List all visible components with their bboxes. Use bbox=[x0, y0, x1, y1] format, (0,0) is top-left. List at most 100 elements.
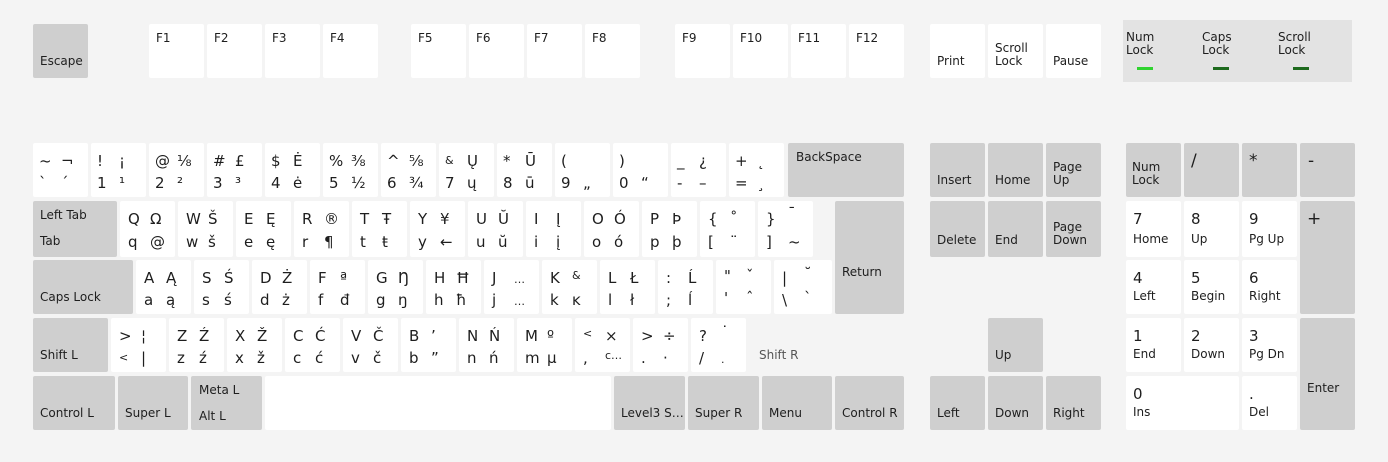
key-f3[interactable]: F3 bbox=[265, 24, 320, 78]
key-f2[interactable]: F2 bbox=[207, 24, 262, 78]
key-super-left[interactable]: Super L bbox=[118, 376, 188, 430]
key-kp-3[interactable]: 3 Pg Dn bbox=[1242, 318, 1297, 372]
key-s[interactable]: S Ś s ś bbox=[194, 260, 249, 314]
key-kp-enter[interactable]: Enter bbox=[1300, 318, 1355, 430]
key-b[interactable]: B ʼ b ” bbox=[401, 318, 456, 372]
key-r[interactable]: R ® r ¶ bbox=[294, 201, 349, 257]
key-m[interactable]: M º m µ bbox=[517, 318, 572, 372]
key-f8[interactable]: F8 bbox=[585, 24, 640, 78]
key-control-left[interactable]: Control L bbox=[33, 376, 115, 430]
key-apostrophe[interactable]: " ˇ ' ˆ bbox=[716, 260, 771, 314]
key-page-up[interactable]: Page Up bbox=[1046, 143, 1101, 197]
key-q[interactable]: Q Ω q @ bbox=[120, 201, 175, 257]
key-h[interactable]: H Ħ h ħ bbox=[426, 260, 481, 314]
key-f10[interactable]: F10 bbox=[733, 24, 788, 78]
key-z[interactable]: Z Ź z ź bbox=[169, 318, 224, 372]
key-3[interactable]: # £ 3 ³ bbox=[207, 143, 262, 197]
key-4[interactable]: $ Ė 4 ė bbox=[265, 143, 320, 197]
key-y[interactable]: Y ¥ y ← bbox=[410, 201, 465, 257]
key-e[interactable]: E Ę e ę bbox=[236, 201, 291, 257]
key-kp-2[interactable]: 2 Down bbox=[1184, 318, 1239, 372]
key-kp-0[interactable]: 0 Ins bbox=[1126, 376, 1239, 430]
key-shift-left[interactable]: Shift L bbox=[33, 318, 108, 372]
key-v[interactable]: V Č v č bbox=[343, 318, 398, 372]
key-5[interactable]: % ⅜ 5 ½ bbox=[323, 143, 378, 197]
key-num-lock[interactable]: Num Lock bbox=[1126, 143, 1181, 197]
key-kp-8[interactable]: 8 Up bbox=[1184, 201, 1239, 257]
key-semicolon[interactable]: : Ĺ ; ĺ bbox=[658, 260, 713, 314]
key-slash[interactable]: ? ˙ / . bbox=[691, 318, 746, 372]
key-x[interactable]: X Ž x ž bbox=[227, 318, 282, 372]
key-8[interactable]: * Ū 8 ū bbox=[497, 143, 552, 197]
key-pause[interactable]: Pause bbox=[1046, 24, 1101, 78]
key-scroll-lock[interactable]: Scroll Lock bbox=[988, 24, 1043, 78]
key-home[interactable]: Home bbox=[988, 143, 1043, 197]
key-period[interactable]: > ÷ . · bbox=[633, 318, 688, 372]
key-grave[interactable]: ~ ¬ ` ˊ bbox=[33, 143, 88, 197]
key-f6[interactable]: F6 bbox=[469, 24, 524, 78]
key-kp-4[interactable]: 4 Left bbox=[1126, 260, 1181, 314]
key-o[interactable]: O Ó o ó bbox=[584, 201, 639, 257]
key-left-bracket[interactable]: { ˚ [ ¨ bbox=[700, 201, 755, 257]
key-t[interactable]: T Ŧ t ŧ bbox=[352, 201, 407, 257]
key-control-right[interactable]: Control R bbox=[835, 376, 904, 430]
key-backspace[interactable]: BackSpace bbox=[788, 143, 904, 197]
key-j[interactable]: J … j … bbox=[484, 260, 539, 314]
key-7[interactable]: & Ų 7 ų bbox=[439, 143, 494, 197]
key-return[interactable]: Return bbox=[835, 201, 904, 314]
key-2[interactable]: @ ⅛ 2 ² bbox=[149, 143, 204, 197]
key-f9[interactable]: F9 bbox=[675, 24, 730, 78]
key-right-bracket[interactable]: } ¯ ] ~ bbox=[758, 201, 813, 257]
key-kp-6[interactable]: 6 Right bbox=[1242, 260, 1297, 314]
key-left[interactable]: Left bbox=[930, 376, 985, 430]
key-i[interactable]: I Į i į bbox=[526, 201, 581, 257]
key-6[interactable]: ^ ⅝ 6 ¾ bbox=[381, 143, 436, 197]
key-shift-right[interactable]: Shift R bbox=[749, 318, 904, 372]
key-u[interactable]: U Ŭ u ŭ bbox=[468, 201, 523, 257]
key-kp-plus[interactable]: + bbox=[1300, 201, 1355, 314]
key-f5[interactable]: F5 bbox=[411, 24, 466, 78]
key-equal[interactable]: + ˛ = ¸ bbox=[729, 143, 784, 197]
key-level3-shift[interactable]: Level3 S… bbox=[614, 376, 685, 430]
key-down[interactable]: Down bbox=[988, 376, 1043, 430]
key-9[interactable]: ( 9 „ bbox=[555, 143, 610, 197]
key-kp-1[interactable]: 1 End bbox=[1126, 318, 1181, 372]
key-tab[interactable]: Left Tab Tab bbox=[33, 201, 117, 257]
key-f4[interactable]: F4 bbox=[323, 24, 378, 78]
key-kp-minus[interactable]: - bbox=[1300, 143, 1355, 197]
key-f[interactable]: F ª f đ bbox=[310, 260, 365, 314]
key-super-right[interactable]: Super R bbox=[688, 376, 759, 430]
key-p[interactable]: P Þ p þ bbox=[642, 201, 697, 257]
key-k[interactable]: K & k ĸ bbox=[542, 260, 597, 314]
key-caps-lock[interactable]: Caps Lock bbox=[33, 260, 133, 314]
key-page-down[interactable]: Page Down bbox=[1046, 201, 1101, 257]
key-0[interactable]: ) 0 “ bbox=[613, 143, 668, 197]
key-right[interactable]: Right bbox=[1046, 376, 1101, 430]
key-f1[interactable]: F1 bbox=[149, 24, 204, 78]
key-f12[interactable]: F12 bbox=[849, 24, 904, 78]
key-kp-multiply[interactable]: * bbox=[1242, 143, 1297, 197]
key-d[interactable]: D Ż d ż bbox=[252, 260, 307, 314]
key-l[interactable]: L Ł l ł bbox=[600, 260, 655, 314]
key-f7[interactable]: F7 bbox=[527, 24, 582, 78]
key-kp-decimal[interactable]: . Del bbox=[1242, 376, 1297, 430]
key-c[interactable]: C Ć c ć bbox=[285, 318, 340, 372]
key-comma[interactable]: < × , c… bbox=[575, 318, 630, 372]
key-alt-left[interactable]: Meta L Alt L bbox=[191, 376, 262, 430]
key-end[interactable]: End bbox=[988, 201, 1043, 257]
key-kp-5[interactable]: 5 Begin bbox=[1184, 260, 1239, 314]
key-print[interactable]: Print bbox=[930, 24, 985, 78]
key-n[interactable]: N Ń n ń bbox=[459, 318, 514, 372]
key-kp-divide[interactable]: / bbox=[1184, 143, 1239, 197]
key-insert[interactable]: Insert bbox=[930, 143, 985, 197]
key-delete[interactable]: Delete bbox=[930, 201, 985, 257]
key-minus[interactable]: _ ¿ - – bbox=[671, 143, 726, 197]
key-a[interactable]: A Ą a ą bbox=[136, 260, 191, 314]
key-escape[interactable]: Escape bbox=[33, 24, 88, 78]
key-kp-9[interactable]: 9 Pg Up bbox=[1242, 201, 1297, 257]
key-f11[interactable]: F11 bbox=[791, 24, 846, 78]
key-w[interactable]: W Š w š bbox=[178, 201, 233, 257]
key-g[interactable]: G Ŋ g ŋ bbox=[368, 260, 423, 314]
key-1[interactable]: ! ¡ 1 ¹ bbox=[91, 143, 146, 197]
key-up[interactable]: Up bbox=[988, 318, 1043, 372]
